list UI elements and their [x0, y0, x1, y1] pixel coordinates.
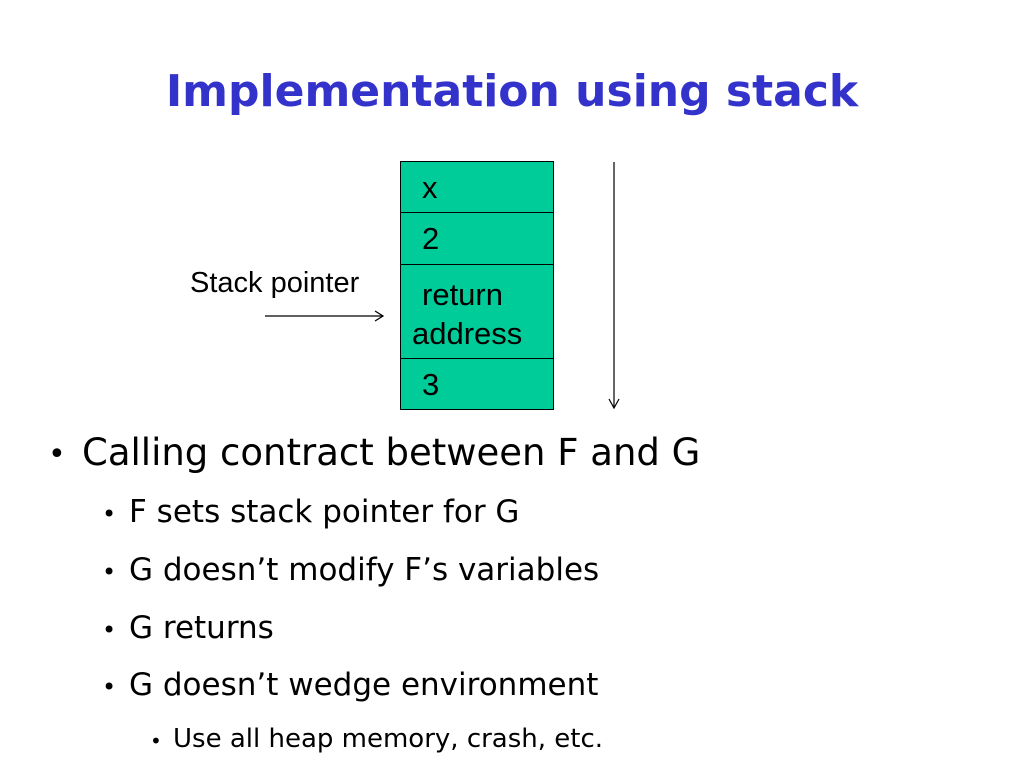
bullet-icon: •: [102, 673, 117, 701]
stack-pointer-label: Stack pointer: [190, 267, 360, 299]
bullet-text: Calling contract between F and G: [82, 431, 701, 474]
bullet-text: G doesn’t wedge environment: [129, 667, 599, 703]
bullet-icon: •: [102, 558, 117, 586]
stack-cell-3: 3: [400, 358, 554, 410]
bullet-icon: •: [150, 729, 162, 753]
bullet-text: G doesn’t modify F’s variables: [129, 552, 600, 588]
bullet-text: Use all heap memory, crash, etc.: [173, 724, 604, 754]
stack-cell-label: 3: [422, 367, 440, 402]
stack-cell-return-address: return address: [400, 264, 554, 359]
bullet-text: F sets stack pointer for G: [129, 494, 520, 530]
stack-growth-arrow: [608, 162, 620, 410]
stack-cell-label: 2: [422, 221, 440, 256]
stack-diagram: x 2 return address 3: [400, 161, 554, 410]
stack-pointer-arrow: [265, 310, 385, 322]
bullet-icon: •: [102, 500, 117, 528]
stack-cell-label-line1: return: [422, 277, 503, 312]
stack-cell-label: x: [422, 170, 438, 205]
stack-cell-x: x: [400, 161, 554, 213]
bullet-icon: •: [48, 437, 66, 472]
bullet-text: G returns: [129, 610, 274, 646]
slide-title: Implementation using stack: [165, 66, 859, 117]
stack-cell-label-line2: address: [412, 316, 523, 351]
bullet-icon: •: [102, 616, 117, 644]
